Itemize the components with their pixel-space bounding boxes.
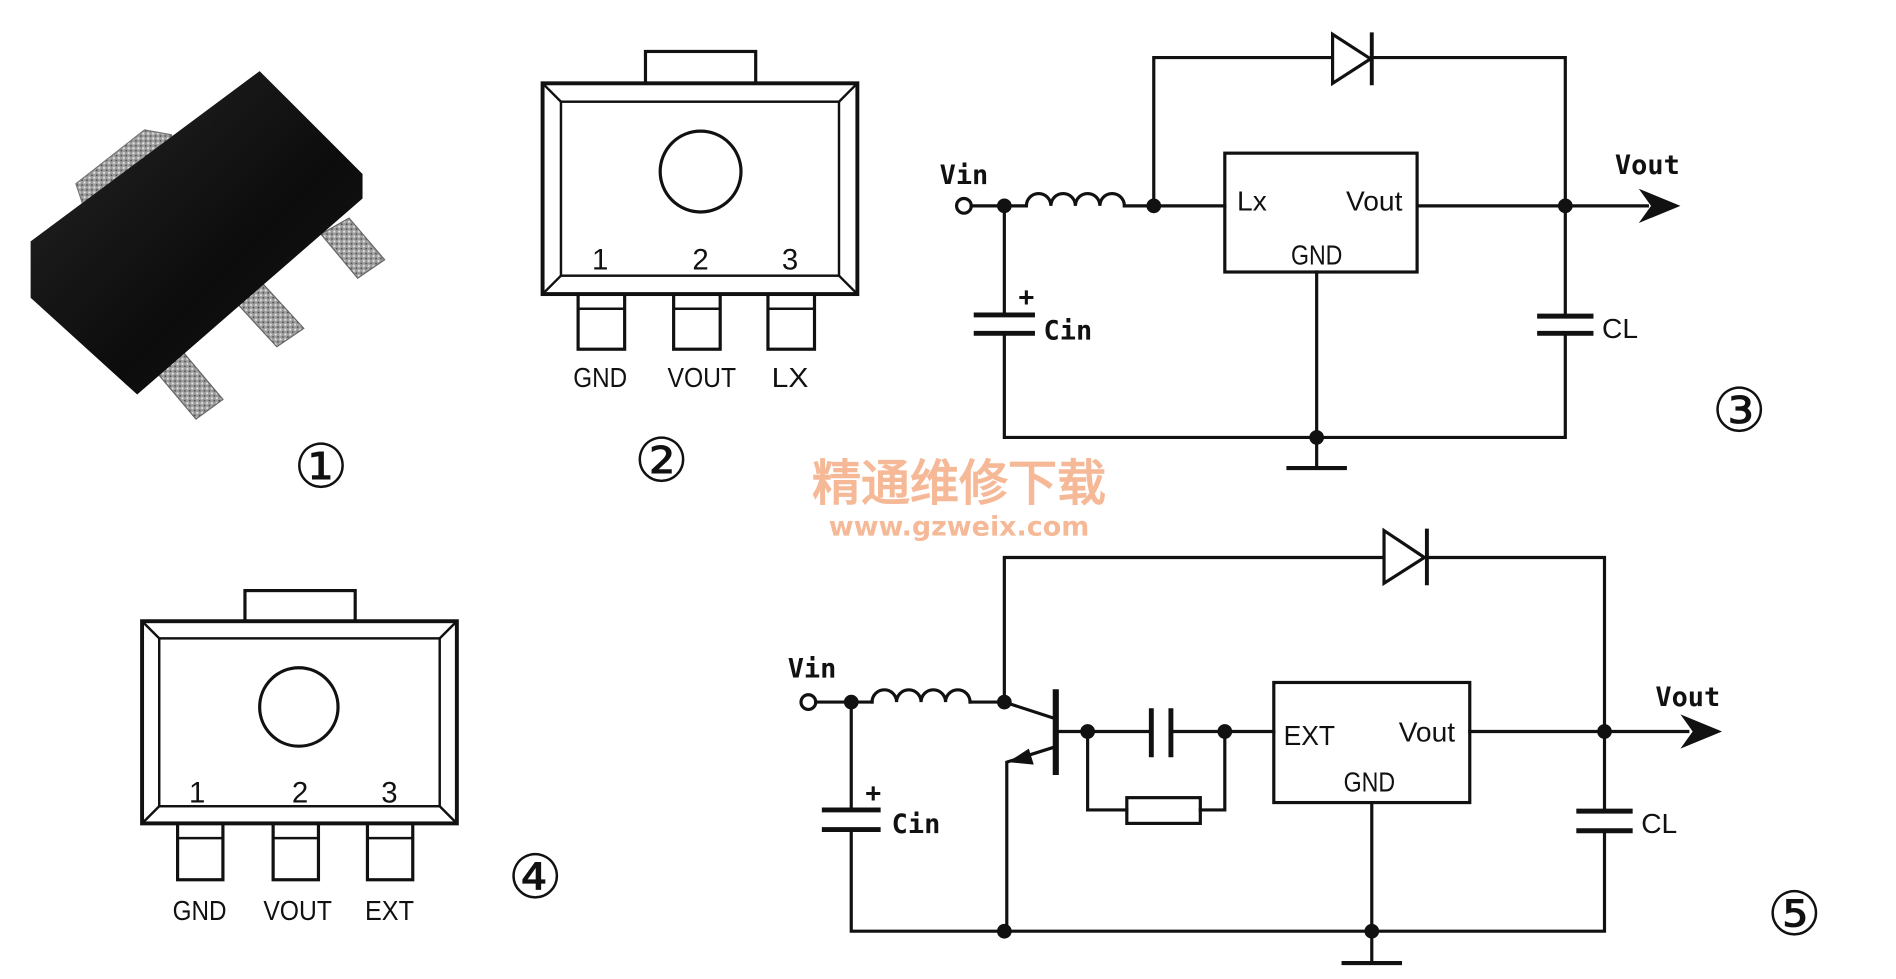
pin1-marker-circle: [258, 666, 340, 748]
transistor-emitter-arrow: [1008, 748, 1034, 765]
wire-ground-rail: [849, 827, 1607, 933]
resistor: [1125, 796, 1202, 825]
transistor-emitter: [1005, 745, 1056, 933]
pin-name-2: VOUT: [263, 894, 332, 926]
figure-2-label: ②: [634, 426, 689, 497]
package-bevel-lines: [541, 82, 859, 295]
vin-terminal: [954, 196, 973, 215]
pin-name-1: GND: [573, 361, 627, 393]
watermark-title: 精通维修下载: [812, 455, 1106, 512]
pin-number-2: 2: [692, 244, 708, 277]
lead-pin-2: [672, 292, 722, 351]
wire-resistor-left: [1086, 729, 1129, 812]
wire-diode-cathode: [1425, 555, 1607, 813]
package-inner-outline: [559, 100, 841, 277]
vin-label: Vin: [940, 160, 989, 191]
lead-pin-3: [766, 292, 817, 351]
package-body: [30, 71, 363, 395]
junction-dot: [1080, 724, 1095, 739]
package-bevel-lines: [141, 620, 458, 825]
ic-pin-gnd: GND: [1291, 239, 1342, 271]
figure-3-circuit-lx: Vin Lx Vout GND Vout + Cin CL ③: [940, 31, 1767, 471]
figure-5-label: ⑤: [1767, 879, 1822, 950]
ic-pin-gnd: GND: [1344, 766, 1395, 798]
pin1-marker-circle: [658, 129, 743, 214]
junction-dot: [1309, 430, 1325, 445]
wire-diode-cathode: [1370, 55, 1567, 208]
pin-number-2: 2: [292, 777, 308, 810]
junction-dot: [1146, 198, 1162, 214]
lead-pin-1: [576, 292, 627, 351]
package-leads: [176, 821, 415, 882]
watermark-url: www.gzweix.com: [829, 511, 1090, 542]
pin-number-1: 1: [189, 777, 205, 810]
pin-number-3: 3: [381, 777, 397, 810]
wire-ground-rail: [1002, 331, 1567, 440]
cl-label: CL: [1602, 312, 1638, 344]
watermark: 精通维修下载 www.gzweix.com: [812, 455, 1106, 543]
ic-pin-ext: EXT: [1284, 719, 1335, 751]
junction-dot: [1217, 724, 1233, 739]
figure-3-label: ③: [1712, 375, 1767, 446]
cin-label: Cin: [892, 809, 941, 840]
pin-name-3: LX: [772, 361, 809, 393]
vin-label: Vin: [788, 654, 837, 685]
vout-label: Vout: [1655, 682, 1720, 713]
figure-2-package-top-view: 1 2 3 GND VOUT LX ②: [540, 49, 860, 497]
pin-number-1: 1: [592, 244, 608, 277]
inductor: [1024, 192, 1126, 208]
figure-1-package-3d: ①: [30, 71, 386, 503]
transistor-collector: [1002, 700, 1056, 721]
figure-4-package-top-view: 1 2 3 GND VOUT EXT ④: [140, 588, 563, 926]
wire-diode-anode: [1152, 55, 1335, 208]
lead-pin-1: [176, 821, 225, 882]
cl-label: CL: [1641, 807, 1677, 839]
cin-polarity: +: [1018, 280, 1034, 312]
diode-triangle: [1382, 527, 1428, 587]
package-tab: [643, 49, 758, 85]
lead-pin-3: [365, 821, 415, 882]
ic-box: [1223, 151, 1419, 274]
package-inner-outline: [158, 637, 441, 808]
junction-dot: [1364, 923, 1380, 939]
package-tab: [243, 588, 357, 623]
junction-dot: [996, 923, 1012, 939]
junction-dot: [996, 198, 1012, 214]
package-lead-3: [319, 217, 386, 279]
figure-1-label: ①: [293, 432, 348, 503]
figure-4-label: ④: [508, 842, 563, 913]
npn-transistor: [1002, 689, 1059, 933]
figure-5-circuit-ext: Vin EXT Vout GND Vout CL: [788, 527, 1822, 966]
ic-pin-vout: Vout: [1346, 185, 1403, 217]
diode-triangle: [1330, 31, 1374, 87]
cin-label: Cin: [1044, 315, 1093, 346]
junction-dot: [1597, 724, 1612, 739]
package-leads: [576, 292, 817, 351]
vout-arrow: [1638, 188, 1681, 224]
pin-name-1: GND: [173, 894, 227, 926]
ic-pin-vout: Vout: [1399, 715, 1456, 747]
pin-name-3: EXT: [365, 894, 414, 926]
vout-label: Vout: [1615, 150, 1680, 181]
ic-pin-lx: Lx: [1237, 185, 1267, 217]
inductor: [870, 688, 972, 704]
wire-diode-anode: [1002, 555, 1386, 704]
cin-polarity: +: [865, 777, 881, 809]
lead-pin-2: [271, 821, 321, 882]
vin-terminal: [799, 693, 818, 712]
junction-dot: [843, 694, 859, 710]
junction-dot: [996, 694, 1012, 710]
vout-arrow: [1680, 714, 1723, 749]
pin-number-3: 3: [782, 244, 798, 277]
pin-name-2: VOUT: [668, 361, 737, 393]
wire-resistor-right: [1198, 729, 1227, 812]
junction-dot: [1557, 198, 1573, 214]
